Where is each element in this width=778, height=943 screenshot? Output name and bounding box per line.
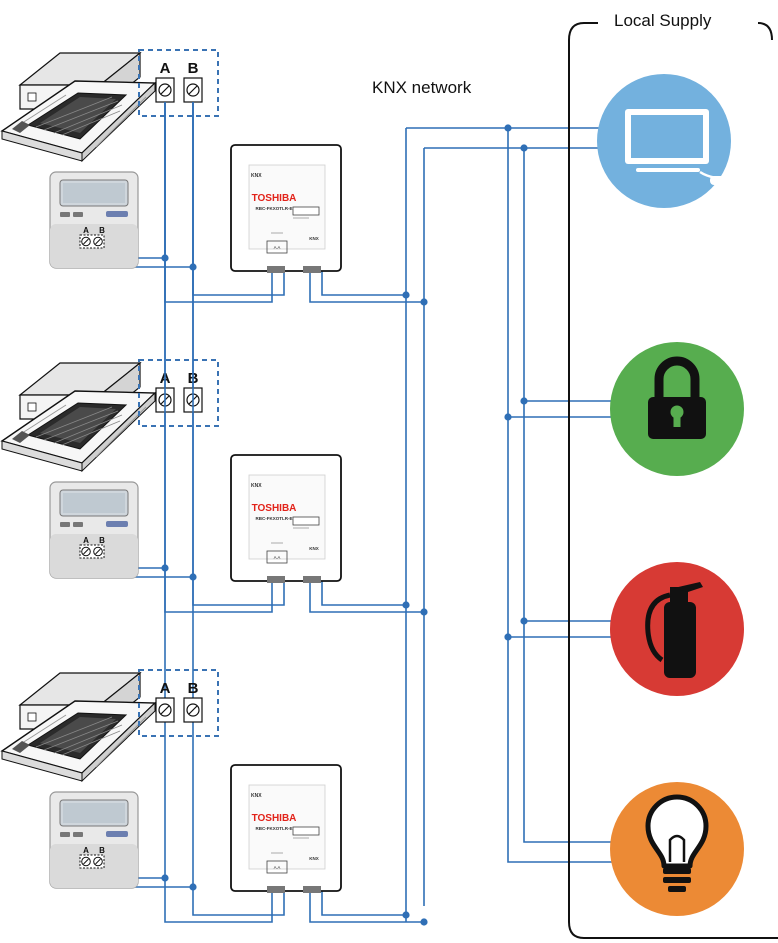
knx-interface-box: KNX TOSHIBA RBC-FKXOTLR-E KNX A A xyxy=(230,454,342,584)
cassette-unit-image xyxy=(1,362,156,472)
knx-port-label: KNX xyxy=(309,546,319,551)
light-bulb-icon xyxy=(645,794,709,892)
fire-extinguisher-icon xyxy=(645,582,703,678)
terminal-a-label: A xyxy=(160,60,171,77)
local-supply-label: Local Supply xyxy=(614,11,712,30)
light-device xyxy=(610,782,744,916)
knx-badge-text: KNX xyxy=(251,483,262,489)
monitor-icon xyxy=(625,109,732,185)
wire-junction-dot xyxy=(161,874,169,882)
ab-port-label: A A xyxy=(274,245,281,250)
wire-junction-dot xyxy=(504,413,512,421)
ab-port-label: A A xyxy=(274,555,281,560)
iface-knx-wire-2 xyxy=(321,271,406,296)
knx-badge-text: KNX xyxy=(251,793,262,799)
wire-junction-dot xyxy=(402,911,410,919)
iface-knx-wire-1 xyxy=(309,271,424,303)
wire-junction-dot xyxy=(504,633,512,641)
iface-knx-wire-2 xyxy=(321,581,406,606)
unit-wire-a xyxy=(164,102,273,923)
cassette-unit-image xyxy=(1,672,156,782)
knx-interface-box: KNX TOSHIBA RBC-FKXOTLR-E KNX A A xyxy=(230,764,342,894)
wire-junction-dot xyxy=(189,883,197,891)
wire-junction-dot xyxy=(520,617,528,625)
wire-junction-dot xyxy=(420,608,428,616)
remote-terminal-b-label: B xyxy=(99,846,105,855)
terminal-a-label: A xyxy=(160,680,171,697)
model-number-text: RBC-FKXOTLR-E xyxy=(256,516,293,521)
unit-wire-b xyxy=(192,102,285,916)
wire-junction-dot xyxy=(402,601,410,609)
lock-device xyxy=(610,342,744,476)
toshiba-brand-text: TOSHIBA xyxy=(252,813,297,824)
wire-junction-dot xyxy=(504,124,512,132)
wire-junction-dot xyxy=(402,291,410,299)
toshiba-brand-text: TOSHIBA xyxy=(252,503,297,514)
model-number-text: RBC-FKXOTLR-E xyxy=(256,826,293,831)
fire-device xyxy=(610,562,744,696)
iface-knx-wire-2 xyxy=(321,891,406,916)
terminal-b-label: B xyxy=(188,60,199,77)
remote-terminal-a-label: A xyxy=(83,846,89,855)
knx-bus-line-2 xyxy=(424,147,612,843)
knx-port-label: KNX xyxy=(309,856,319,861)
model-number-text: RBC-FKXOTLR-E xyxy=(256,206,293,211)
terminal-b-label: B xyxy=(188,680,199,697)
wire-junction-dot xyxy=(520,144,528,152)
local-supply-bracket xyxy=(568,22,778,939)
toshiba-brand-text: TOSHIBA xyxy=(252,193,297,204)
knx-bus-line-1 xyxy=(406,127,612,863)
wire-junction-dot xyxy=(420,918,428,926)
knx-badge-text: KNX xyxy=(251,173,262,179)
remote-terminal-a-label: A xyxy=(83,536,89,545)
iface-knx-wire-1 xyxy=(309,581,424,613)
iface-knx-wire-1 xyxy=(309,891,424,923)
local-supply-devices xyxy=(597,74,744,916)
knx-network-label: KNX network xyxy=(372,78,472,97)
remote-terminal-b-label: B xyxy=(99,226,105,235)
wire-junction-dot xyxy=(520,397,528,405)
remote-terminal-a-label: A xyxy=(83,226,89,235)
padlock-icon xyxy=(648,356,706,439)
knx-interface-box: KNX TOSHIBA RBC-FKXOTLR-E KNX A A xyxy=(230,144,342,274)
wiring-layer xyxy=(405,124,612,922)
ab-port-label: A A xyxy=(274,865,281,870)
wire-junction-dot xyxy=(420,298,428,306)
cassette-unit-image xyxy=(1,52,156,162)
knx-port-label: KNX xyxy=(309,236,319,241)
monitor-device xyxy=(597,74,732,208)
remote-terminal-b-label: B xyxy=(99,536,105,545)
